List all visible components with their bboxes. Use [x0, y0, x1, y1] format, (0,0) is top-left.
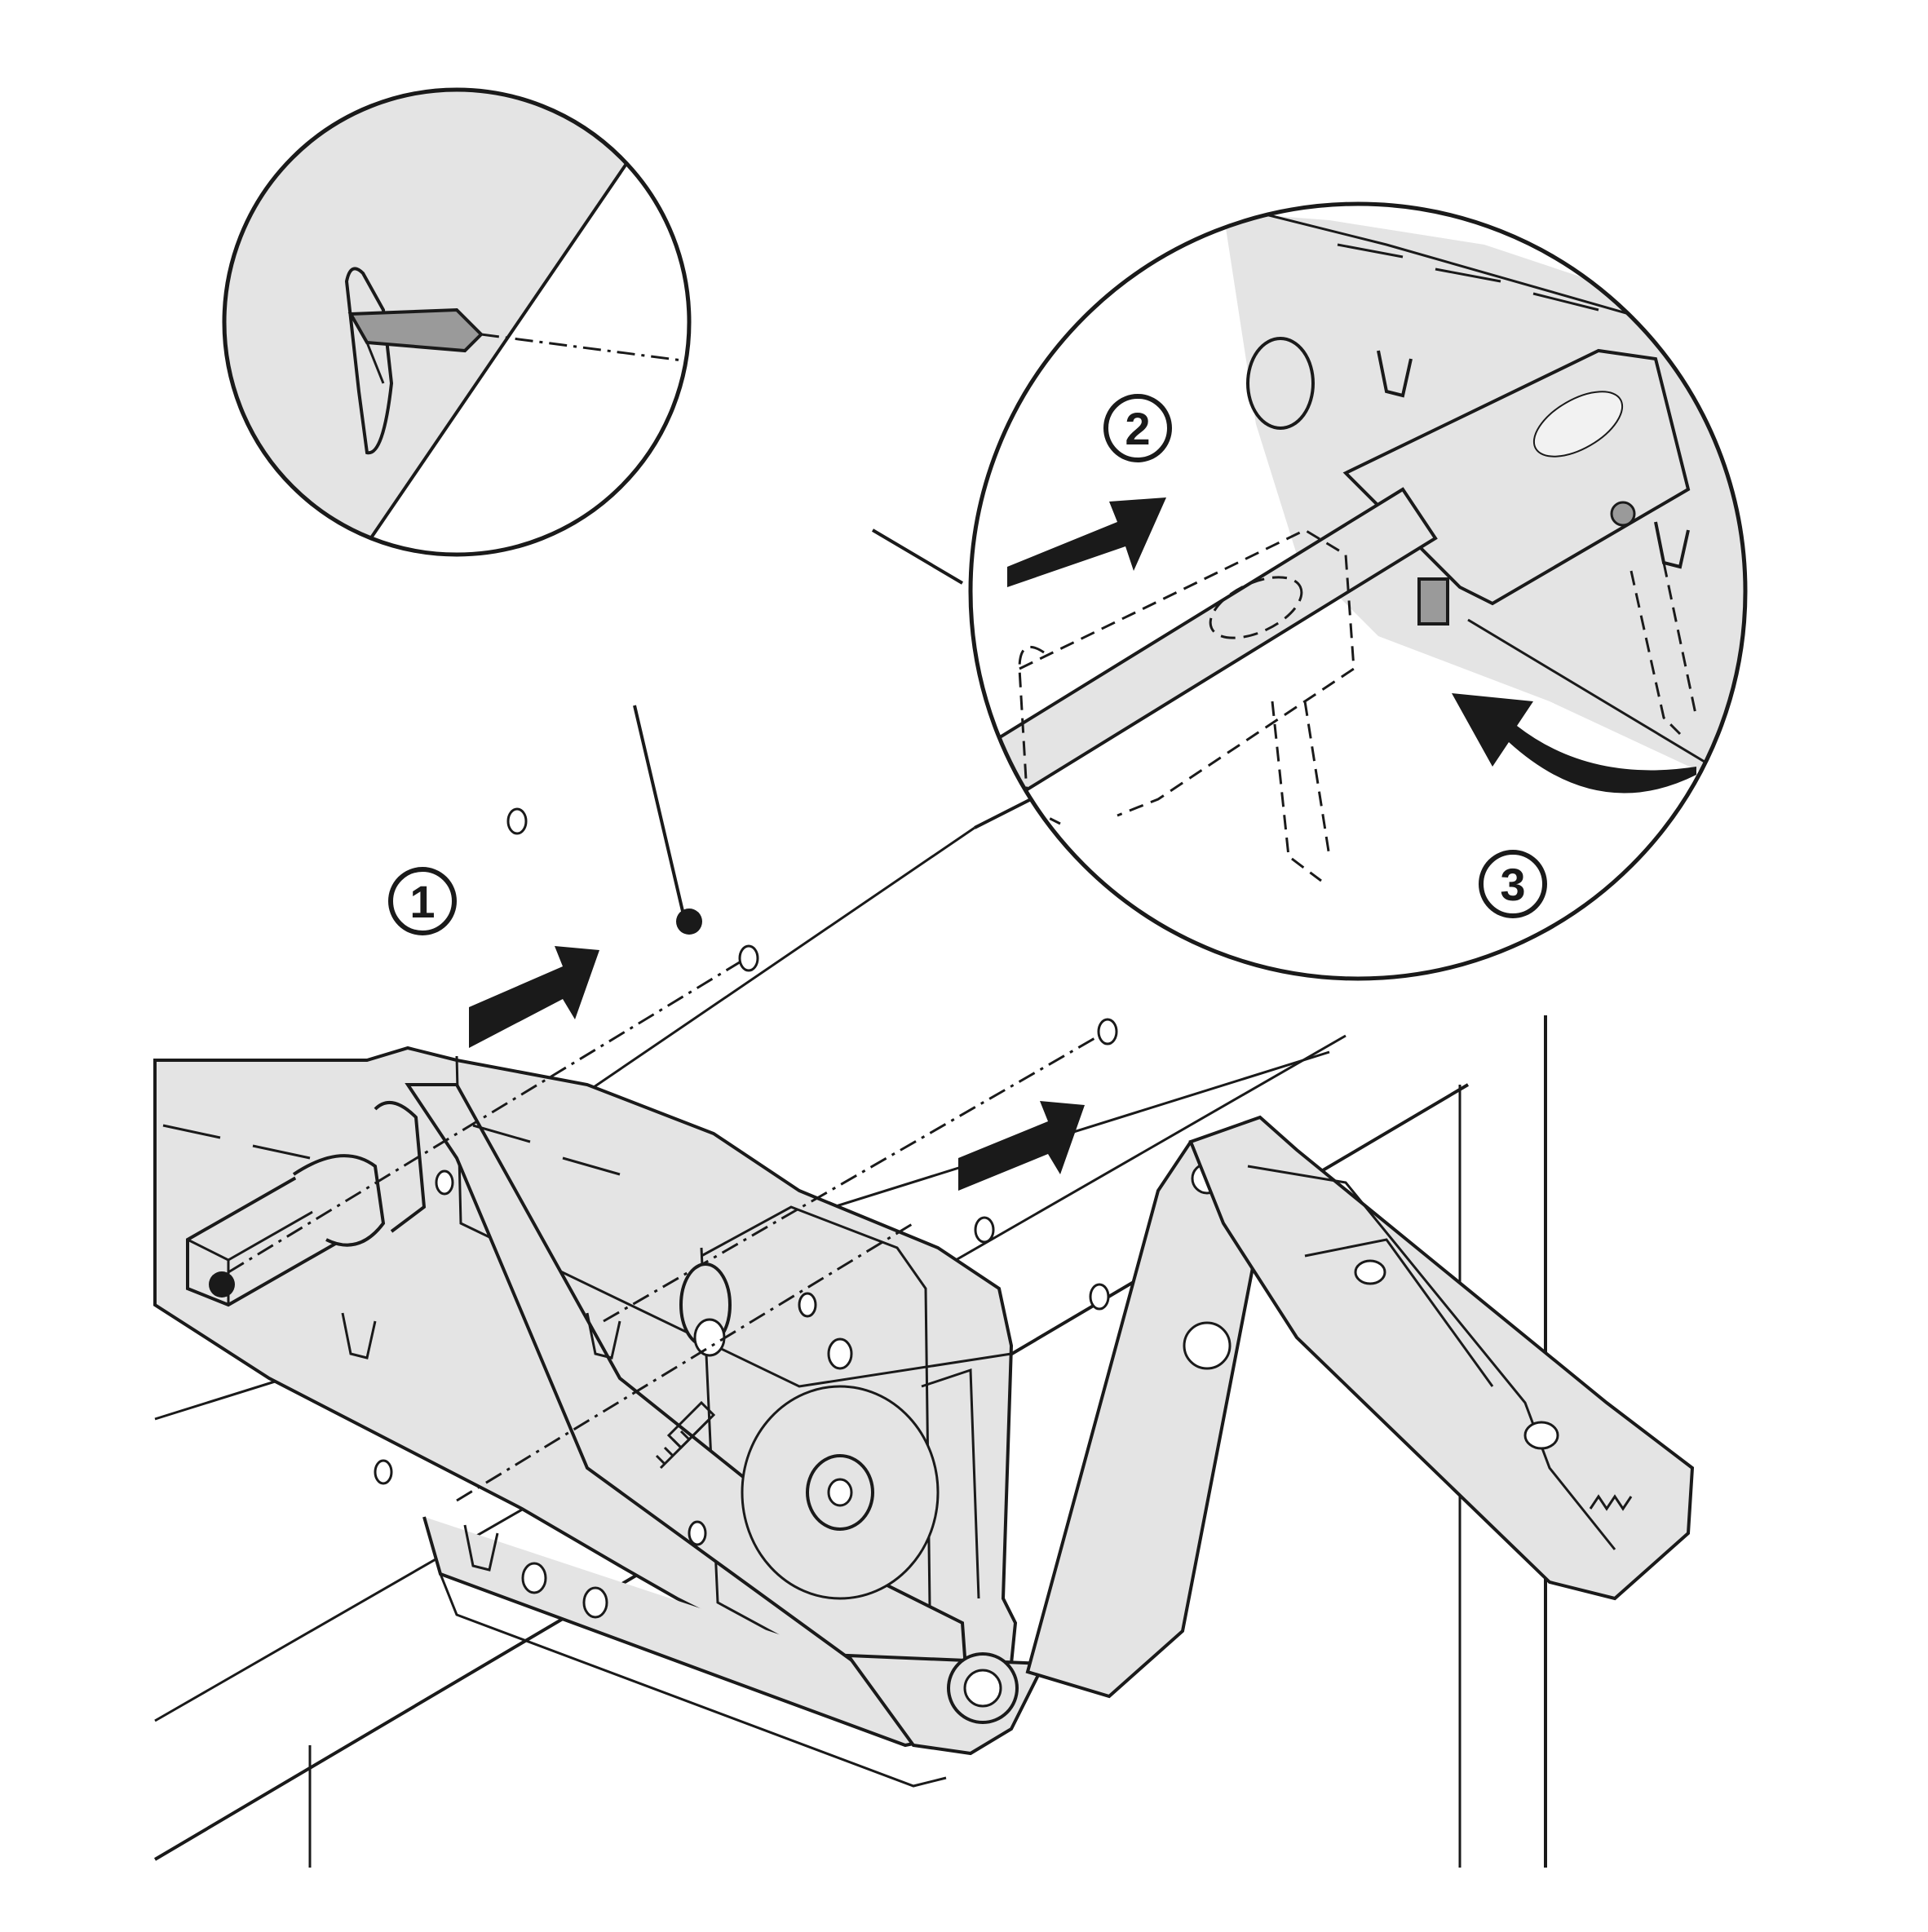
bracket-spring	[1589, 1494, 1633, 1511]
detail-leaders	[633, 528, 964, 922]
drive-shaft	[186, 1101, 427, 1307]
push-arrow-icon	[1007, 497, 1166, 587]
force-scale	[655, 1400, 716, 1470]
wall-holes	[506, 807, 1118, 1311]
step-2-label: 2	[1103, 394, 1172, 462]
detail-circle-clip-pin	[222, 87, 692, 557]
push-arrow-icon	[469, 946, 1085, 1191]
detail-circle-shaft-lock	[968, 201, 1748, 981]
mounting-slots	[162, 1124, 621, 1176]
alignment-lines	[228, 957, 1114, 1502]
hook-slots	[341, 1312, 621, 1572]
lever-arm	[405, 1083, 1047, 1756]
step-3-label: 3	[1479, 850, 1547, 918]
door-bracket	[1188, 1115, 1695, 1601]
leader-dot	[676, 909, 702, 935]
curved-arrow-icon	[1452, 693, 1696, 794]
adjustment-dial	[679, 1262, 940, 1600]
step-1-label: 1	[388, 867, 457, 935]
